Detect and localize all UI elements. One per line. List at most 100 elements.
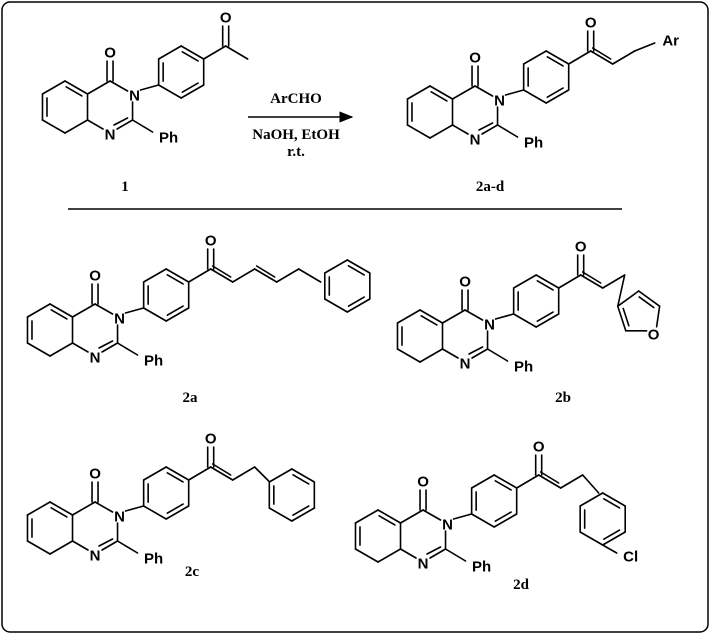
- bond: [354, 509, 379, 524]
- bond: [603, 529, 621, 540]
- bond: [581, 474, 600, 494]
- bond: [26, 342, 51, 357]
- bond: [64, 80, 89, 95]
- bond: [231, 466, 256, 481]
- bond: [396, 309, 421, 324]
- bond: [419, 348, 444, 363]
- compound-2b-label: 2b: [555, 390, 571, 406]
- bond: [486, 348, 509, 362]
- bond: [49, 540, 74, 555]
- bond: [579, 492, 604, 507]
- phenyl-substituent: Ph: [144, 353, 163, 370]
- bond: [187, 466, 212, 481]
- nitrogen-atom: N: [484, 317, 495, 334]
- bond: [181, 51, 199, 62]
- bond: [378, 515, 396, 526]
- bond: [512, 274, 537, 289]
- aryl-substituent: Ar: [662, 33, 679, 50]
- bond: [522, 89, 547, 104]
- bond: [323, 298, 349, 313]
- bond: [187, 268, 212, 283]
- bond: [478, 122, 494, 131]
- bond: [481, 124, 499, 135]
- bond: [494, 511, 512, 522]
- bond: [347, 296, 365, 307]
- bond: [494, 480, 512, 491]
- bond: [131, 119, 154, 133]
- bond: [470, 513, 495, 528]
- bond: [116, 119, 134, 130]
- bond: [522, 50, 547, 65]
- nitrogen-atom: N: [494, 93, 505, 110]
- compound-2c-label: 2c: [185, 564, 200, 580]
- bond: [399, 509, 424, 524]
- bond: [165, 466, 190, 481]
- bond: [601, 544, 618, 554]
- bond: [297, 268, 322, 283]
- bond: [94, 501, 114, 513]
- oxygen-atom: O: [533, 439, 545, 456]
- bond: [567, 50, 592, 65]
- nitrogen-atom: N: [418, 556, 429, 573]
- bond: [429, 85, 454, 100]
- bond: [493, 513, 518, 528]
- bond: [142, 505, 167, 520]
- bond: [292, 505, 310, 516]
- furan-oxygen-atom: O: [648, 326, 660, 343]
- nitrogen-atom: N: [460, 356, 471, 373]
- bond: [451, 124, 469, 135]
- bond: [165, 505, 190, 520]
- chlorine-atom: Cl: [623, 549, 638, 566]
- phenyl-substituent: Ph: [472, 559, 491, 576]
- bond: [655, 305, 661, 328]
- bond: [399, 548, 417, 559]
- bond: [71, 540, 89, 551]
- bond: [601, 531, 627, 546]
- bond: [537, 474, 562, 489]
- bond: [557, 274, 582, 289]
- oxygen-atom: O: [205, 431, 217, 448]
- bond: [515, 474, 540, 489]
- bond: [536, 280, 554, 291]
- compound-2a-label: 2a: [183, 390, 199, 406]
- bond: [444, 548, 467, 562]
- oxygen-atom: O: [89, 268, 101, 285]
- phenyl-substituent: Ph: [159, 130, 178, 147]
- nitrogen-atom: N: [470, 132, 481, 149]
- bond: [157, 84, 182, 99]
- bond: [71, 303, 96, 318]
- bond: [165, 307, 190, 322]
- bond: [109, 80, 129, 92]
- bond: [209, 466, 234, 481]
- bond: [347, 265, 365, 276]
- bond: [86, 80, 111, 95]
- bond: [202, 45, 227, 60]
- bond: [49, 303, 74, 318]
- bond: [559, 474, 584, 489]
- bond: [470, 474, 495, 489]
- bond: [65, 86, 83, 97]
- bond: [166, 503, 184, 514]
- nitrogen-atom: N: [90, 350, 101, 367]
- bond: [346, 298, 371, 313]
- bond: [50, 507, 68, 518]
- oxygen-atom: O: [220, 10, 232, 27]
- nitrogen-atom: N: [114, 311, 125, 328]
- bond: [124, 307, 145, 314]
- bond: [441, 348, 459, 359]
- bond: [291, 507, 316, 522]
- bond: [346, 259, 371, 274]
- bond: [98, 340, 114, 349]
- bond: [611, 50, 636, 65]
- starting-material-label: 1: [121, 179, 129, 195]
- bond: [601, 274, 626, 289]
- phenyl-substituent: Ph: [524, 135, 543, 152]
- bond: [86, 119, 104, 130]
- bond: [429, 124, 454, 139]
- bond: [579, 531, 604, 546]
- bond: [142, 307, 167, 322]
- bond: [181, 82, 199, 93]
